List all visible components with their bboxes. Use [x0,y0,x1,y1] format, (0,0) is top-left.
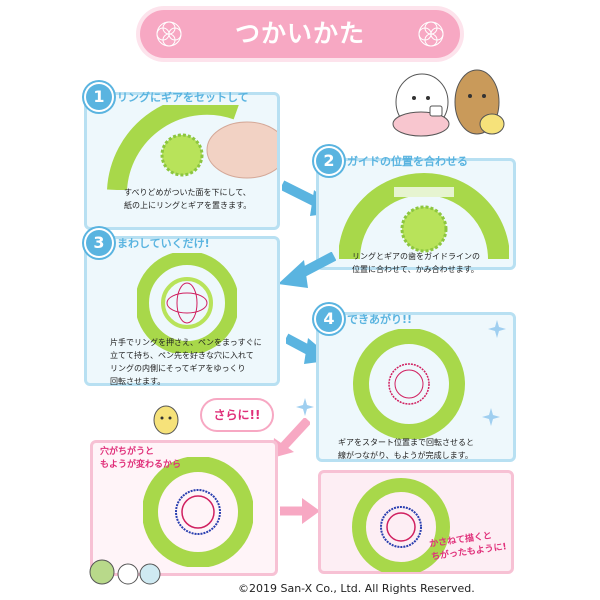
copyright-text: ©2019 San-X Co., Ltd. All Rights Reserve… [238,582,475,595]
step-2-panel [316,158,516,270]
extra-panel-hole [90,440,278,576]
step-2-description: リングとギアの歯をガイドラインの 位置に合わせて、かみ合わせます。 [352,252,480,274]
arrow-icon-2-to-3 [278,252,336,288]
character-illustration-top [392,69,505,137]
extra-panel-overlap [318,470,514,574]
characters-icon-bottom [89,559,161,585]
step-1-heading-row: 1 リングにギアをセットして [86,84,249,110]
sparkle-icon [482,408,500,426]
title-banner: つかいかた [140,10,460,58]
step-3-heading-row: 3 まわしていくだけ! [86,230,210,256]
step-1-photo [107,105,277,190]
step-2-number: 2 [316,148,342,174]
step-4-photo [353,329,465,439]
step-2-heading: ガイドの位置を合わせる [347,155,468,168]
step-3-photo [137,253,237,353]
character-icon-small [153,405,179,435]
step-4-number: 4 [316,306,342,332]
step-4-heading: できあがり!! [347,313,413,326]
step-3-number: 3 [86,230,112,256]
step-4-panel [316,312,516,462]
rosette-icon-right [418,21,444,47]
step-4-heading-row: 4 できあがり!! [316,306,412,332]
extra-photo-hole [143,457,253,567]
step-3-panel [84,236,280,386]
step-3-heading: まわしていくだけ! [117,237,210,250]
step-1-heading: リングにギアをセットして [117,91,249,104]
step-1-description: すべりどめがついた面を下にして、 紙の上にリングとギアを置きます。 [124,188,252,210]
step-2-heading-row: 2 ガイドの位置を合わせる [316,148,468,174]
note-hole-text: 穴がちがうと もようが変わるから [100,447,182,470]
sparkle-icon [488,320,506,338]
extra-photo-overlap [352,478,450,572]
page-title: つかいかた [234,19,365,48]
step-4-description: ギアをスタート位置まで回転させると 線がつながり、もようが完成します。 [338,438,474,460]
step-1-panel [84,92,280,230]
more-speech-bubble: さらに!! [200,398,274,432]
sparkle-icon [296,398,314,416]
pink-arrow-icon-right [280,498,320,524]
step-1-number: 1 [86,84,112,110]
step-3-description: 片手でリングを押さえ、ペンをまっすぐに 立てて持ち、ペン先を好きな穴に入れて リ… [110,338,262,386]
step-2-photo [339,173,509,259]
rosette-icon-left [156,21,182,47]
